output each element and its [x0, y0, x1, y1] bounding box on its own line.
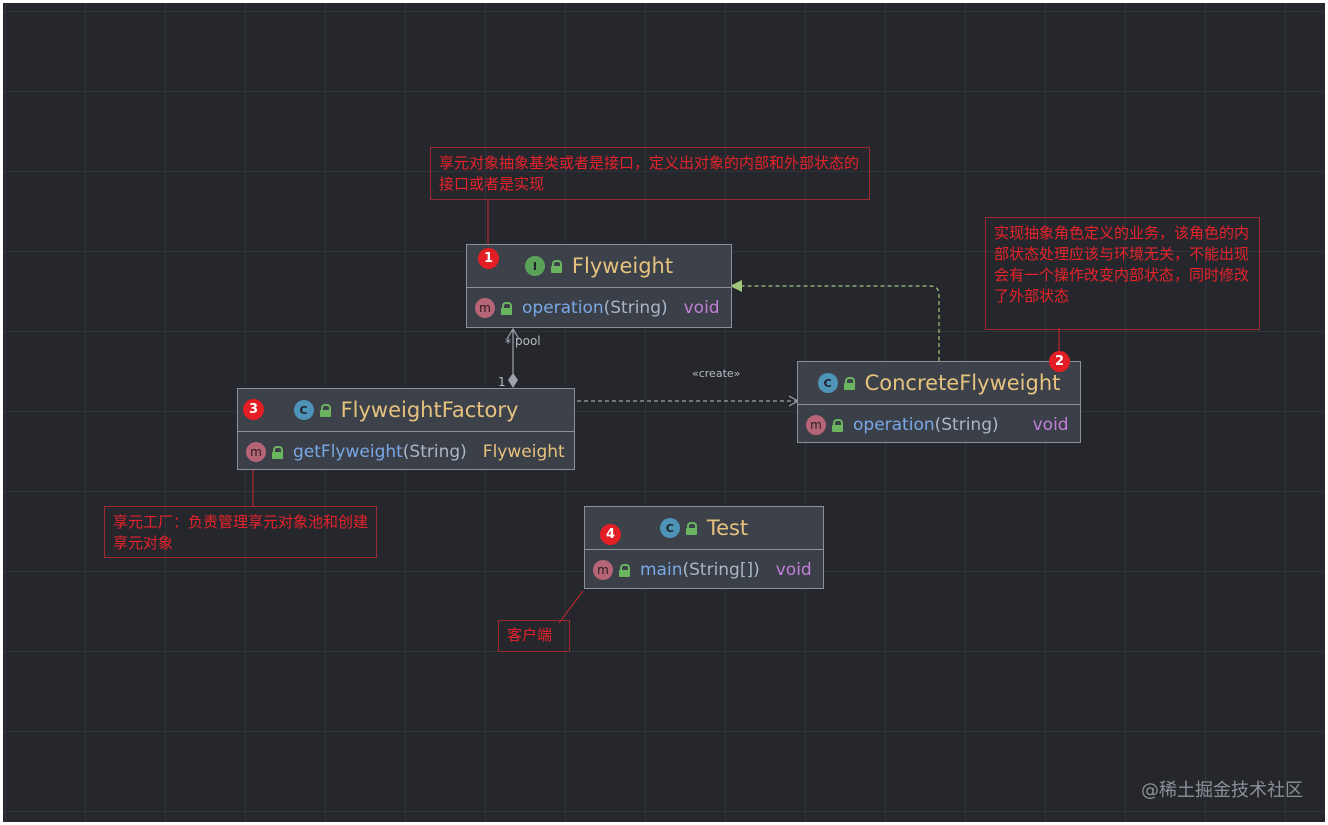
pool-multiplicity-one: 1: [498, 375, 506, 389]
class-name: Test: [706, 516, 749, 540]
public-lock-icon: [319, 403, 331, 417]
realization-connector: [741, 285, 940, 361]
badge-1: 1: [478, 248, 499, 269]
public-lock-icon: [272, 445, 283, 459]
flyweight-interface-node[interactable]: I Flyweight m operation(String) void: [466, 244, 732, 328]
method-icon: m: [593, 560, 613, 580]
public-lock-icon: [501, 301, 512, 315]
note-leader-client: [558, 590, 584, 624]
public-lock-icon: [832, 418, 843, 432]
method-name: getFlyweight: [293, 442, 403, 462]
method-icon: m: [246, 442, 266, 462]
return-type: void: [775, 560, 812, 580]
method-params: (String): [603, 298, 668, 318]
method-name: main: [640, 560, 683, 580]
method-icon: m: [806, 415, 826, 435]
method-signature: operation(String): [522, 298, 668, 318]
method-icon: m: [475, 298, 495, 318]
class-name: FlyweightFactory: [340, 398, 519, 422]
method-row[interactable]: m operation(String) void: [798, 405, 1080, 445]
pool-multiplicity-many: *: [505, 336, 511, 350]
create-stereotype-label: «create»: [692, 367, 741, 380]
return-type: Flyweight: [482, 442, 565, 462]
public-lock-icon: [843, 376, 855, 390]
class-icon: C: [293, 400, 314, 420]
test-class-node[interactable]: C Test m main(String[]) void: [584, 506, 824, 589]
public-lock-icon: [550, 259, 562, 273]
flyweight-header: I Flyweight: [467, 245, 731, 288]
realization-arrowhead: [730, 280, 742, 292]
note-flyweight-factory: 享元工厂：负责管理享元对象池和创建享元对象: [104, 506, 377, 558]
interface-icon: I: [524, 256, 545, 276]
method-signature: getFlyweight(String): [293, 442, 467, 462]
class-name: Flyweight: [571, 254, 674, 278]
return-type: void: [1032, 415, 1069, 435]
note-concrete-flyweight: 实现抽象角色定义的业务，该角色的内部状态处理应该与环境无关，不能出现会有一个操作…: [985, 217, 1260, 330]
method-params: (String): [402, 442, 467, 462]
method-name: operation: [522, 298, 604, 318]
aggregation-arrowhead: [506, 327, 520, 340]
watermark: @稀土掘金技术社区: [1141, 780, 1303, 801]
public-lock-icon: [619, 563, 630, 577]
concrete-flyweight-class-node[interactable]: C ConcreteFlyweight m operation(String) …: [797, 361, 1081, 443]
return-type: void: [683, 298, 720, 318]
badge-3: 3: [243, 399, 264, 420]
class-icon: C: [817, 373, 838, 393]
concrete-flyweight-header: C ConcreteFlyweight: [798, 362, 1080, 405]
method-params: (String): [934, 415, 999, 435]
method-name: operation: [853, 415, 935, 435]
badge-4: 4: [600, 524, 621, 545]
diagram-canvas: ConcreteFlyweight --> * pool 1 «create» …: [3, 3, 1325, 822]
method-params: (String[]): [682, 560, 760, 580]
test-header: C Test: [585, 507, 823, 550]
note-client: 客户端: [498, 620, 570, 652]
connector-layer: ConcreteFlyweight -->: [252, 199, 1060, 624]
method-signature: main(String[]): [640, 560, 760, 580]
public-lock-icon: [685, 521, 697, 535]
flyweight-factory-header: C FlyweightFactory: [238, 389, 574, 432]
aggregation-diamond: [508, 373, 518, 388]
pool-role-label: pool: [515, 334, 541, 348]
method-row[interactable]: m getFlyweight(String) Flyweight: [238, 432, 574, 472]
class-name: ConcreteFlyweight: [864, 371, 1061, 395]
class-icon: C: [659, 518, 680, 538]
flyweight-factory-class-node[interactable]: C FlyweightFactory m getFlyweight(String…: [237, 388, 575, 470]
badge-2: 2: [1049, 351, 1070, 372]
note-flyweight: 享元对象抽象基类或者是接口，定义出对象的内部和外部状态的接口或者是实现: [430, 147, 870, 200]
method-row[interactable]: m main(String[]) void: [585, 550, 823, 590]
method-signature: operation(String): [853, 415, 999, 435]
method-row[interactable]: m operation(String) void: [467, 288, 731, 328]
